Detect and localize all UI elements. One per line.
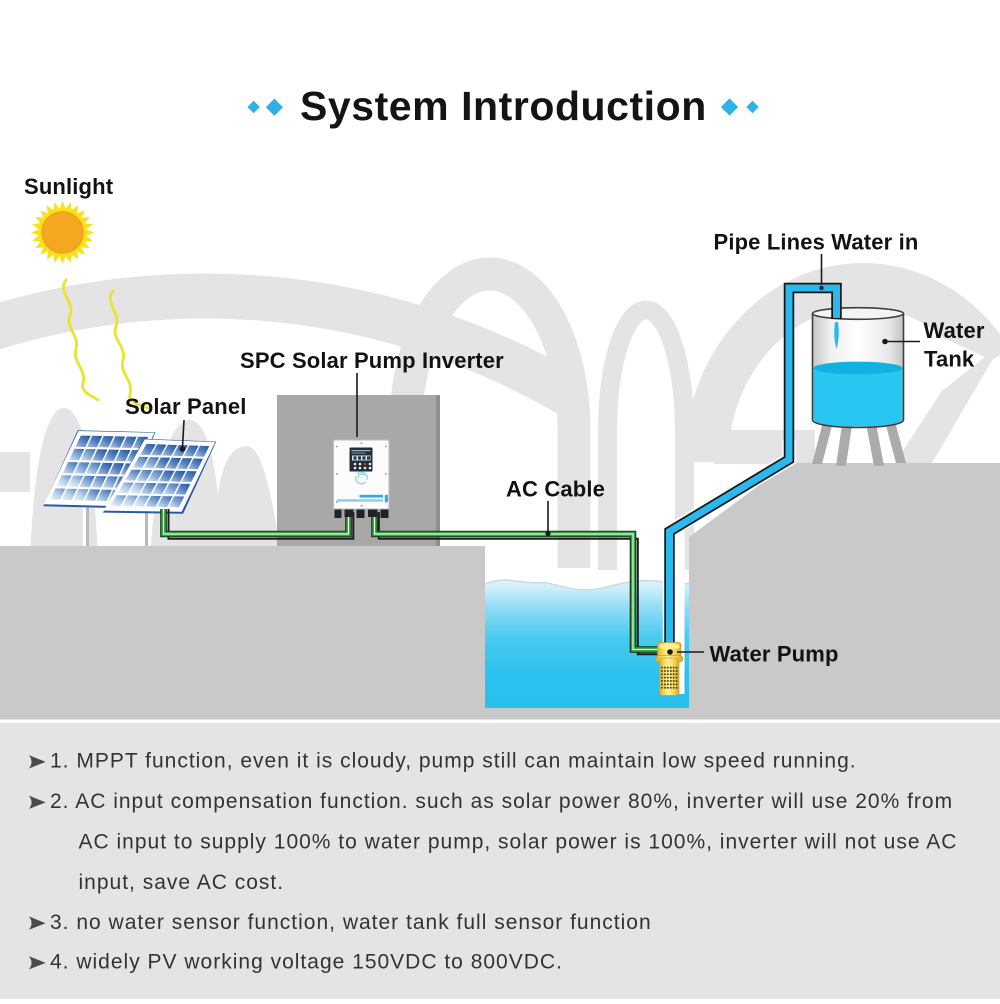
svg-text:input, save AC cost.: input, save AC cost. [79, 871, 285, 894]
svg-text:Solar Panel: Solar Panel [125, 394, 246, 419]
svg-text:Pipe Lines Water in: Pipe Lines Water in [714, 230, 919, 255]
svg-text:AC Cable: AC Cable [506, 477, 605, 502]
svg-text:Tank: Tank [924, 347, 975, 372]
svg-text:Sunlight: Sunlight [24, 174, 114, 199]
svg-text:AC input to supply 100% to wat: AC input to supply 100% to water pump, s… [79, 831, 958, 854]
svg-text:1. MPPT function, even it is c: 1. MPPT function, even it is cloudy, pum… [50, 750, 857, 773]
svg-text:SPC Solar Pump Inverter: SPC Solar Pump Inverter [240, 348, 504, 373]
svg-text:3. no water sensor function, w: 3. no water sensor function, water tank … [50, 911, 652, 934]
svg-text:2. AC input compensation funct: 2. AC input compensation function. such … [50, 790, 953, 813]
svg-text:System Introduction: System Introduction [300, 83, 707, 129]
svg-text:Water Pump: Water Pump [710, 642, 839, 667]
svg-text:4. widely PV working voltage 1: 4. widely PV working voltage 150VDC to 8… [50, 951, 563, 974]
svg-text:Water: Water [924, 318, 985, 343]
